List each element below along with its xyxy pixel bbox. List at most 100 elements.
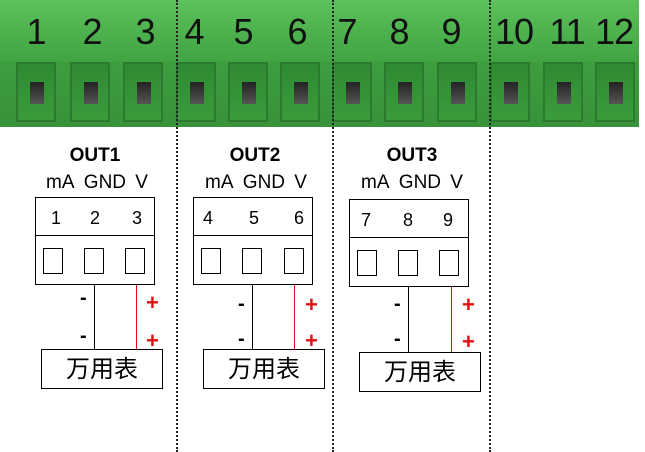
screw-terminal xyxy=(490,62,530,122)
screw-terminal xyxy=(384,62,424,122)
out3-title: OUT3 xyxy=(386,145,438,166)
connector-pin-box xyxy=(125,248,145,274)
label-ma: mA xyxy=(205,172,234,193)
connector-pin-box xyxy=(398,250,418,276)
terminal-pin-label: 2 xyxy=(82,11,102,52)
screw-terminal xyxy=(543,62,583,122)
screw-terminal xyxy=(332,62,372,122)
screw-hole xyxy=(609,82,623,104)
terminal-pin-label: 4 xyxy=(184,11,204,52)
connector-pin-label: 6 xyxy=(293,208,305,228)
screw-terminal xyxy=(228,62,268,122)
screw-hole xyxy=(30,82,44,104)
multimeter-box: 万用表 xyxy=(203,349,325,389)
terminal-pin-label: 7 xyxy=(337,11,357,52)
screw-hole xyxy=(242,82,256,104)
minus-sign: - xyxy=(394,328,401,350)
screw-terminal xyxy=(280,62,320,122)
connector-pin-box xyxy=(43,248,63,274)
terminal-pin-label: 5 xyxy=(233,11,253,52)
connector-divider-line xyxy=(350,237,468,238)
screw-hole xyxy=(557,82,571,104)
terminal-pin-label: 12 xyxy=(594,11,634,52)
connector-pin-label: 7 xyxy=(360,210,372,230)
positive-wire xyxy=(294,285,295,349)
out3-channel-labels: mA GND V xyxy=(359,172,465,194)
connector-pin-box xyxy=(84,248,104,274)
screw-terminal xyxy=(595,62,635,122)
terminal-pin-label: 3 xyxy=(135,11,155,52)
connector-pin-box xyxy=(201,248,221,274)
out1-channel-labels: mA GND V xyxy=(44,172,150,194)
terminal-pin-label: 9 xyxy=(441,11,461,52)
connector-pin-label: 4 xyxy=(202,208,214,228)
connector-pin-label: 9 xyxy=(442,210,454,230)
minus-sign: - xyxy=(238,328,245,350)
connector-pin-label: 2 xyxy=(89,208,101,228)
connector-pin-box xyxy=(439,250,459,276)
group-divider xyxy=(489,0,491,452)
multimeter-box: 万用表 xyxy=(41,349,163,389)
connector-pin-label: 8 xyxy=(402,210,414,230)
plus-sign: + xyxy=(462,292,475,317)
label-gnd: GND xyxy=(242,172,286,193)
connector-pin-box xyxy=(357,250,377,276)
label-gnd: GND xyxy=(398,172,442,193)
out1-connector: 1 2 3 xyxy=(35,197,155,285)
out1-title: OUT1 xyxy=(69,145,121,166)
label-v: V xyxy=(135,172,148,193)
group-divider xyxy=(176,0,178,452)
out2-title: OUT2 xyxy=(229,145,281,166)
label-ma: mA xyxy=(46,172,75,193)
label-ma: mA xyxy=(361,172,390,193)
minus-sign: - xyxy=(80,325,87,347)
terminal-pin-label: 10 xyxy=(494,11,534,52)
plus-sign: + xyxy=(305,292,318,317)
terminal-block-top xyxy=(0,0,639,62)
connector-pin-label: 5 xyxy=(248,208,260,228)
screw-terminal xyxy=(437,62,477,122)
screw-terminal xyxy=(16,62,56,122)
ground-wire xyxy=(252,285,253,349)
minus-sign: - xyxy=(394,293,401,315)
screw-hole xyxy=(294,82,308,104)
label-v: V xyxy=(294,172,307,193)
minus-sign: - xyxy=(80,287,87,309)
plus-sign: + xyxy=(305,328,318,353)
screw-hole xyxy=(504,82,518,104)
connector-divider-line xyxy=(194,235,312,236)
terminal-block: 1 2 3 4 5 6 7 8 9 10 11 12 xyxy=(0,0,639,127)
screw-hole xyxy=(84,82,98,104)
screw-hole xyxy=(190,82,204,104)
screw-hole xyxy=(451,82,465,104)
screw-terminal xyxy=(176,62,216,122)
positive-wire xyxy=(451,287,452,352)
plus-sign: + xyxy=(146,328,159,353)
ground-wire xyxy=(408,287,409,352)
terminal-pin-label: 6 xyxy=(287,11,307,52)
screw-hole xyxy=(137,82,151,104)
screw-terminal xyxy=(70,62,110,122)
group-divider xyxy=(332,0,334,452)
positive-wire xyxy=(136,285,137,349)
plus-sign: + xyxy=(462,329,475,354)
terminal-pin-label: 8 xyxy=(389,11,409,52)
connector-pin-label: 1 xyxy=(50,208,62,228)
terminal-pin-label: 11 xyxy=(549,11,585,52)
connector-pin-label: 3 xyxy=(131,208,143,228)
terminal-pin-label: 1 xyxy=(26,11,46,52)
screw-terminal xyxy=(123,62,163,122)
out2-connector: 4 5 6 xyxy=(193,197,313,285)
ground-wire xyxy=(94,285,95,349)
connector-pin-box xyxy=(284,248,304,274)
label-v: V xyxy=(450,172,463,193)
connector-pin-box xyxy=(242,248,262,274)
minus-sign: - xyxy=(238,293,245,315)
screw-hole xyxy=(398,82,412,104)
out2-channel-labels: mA GND V xyxy=(203,172,309,194)
connector-divider-line xyxy=(36,235,154,236)
plus-sign: + xyxy=(146,290,159,315)
out3-connector: 7 8 9 xyxy=(349,199,469,287)
label-gnd: GND xyxy=(83,172,127,193)
